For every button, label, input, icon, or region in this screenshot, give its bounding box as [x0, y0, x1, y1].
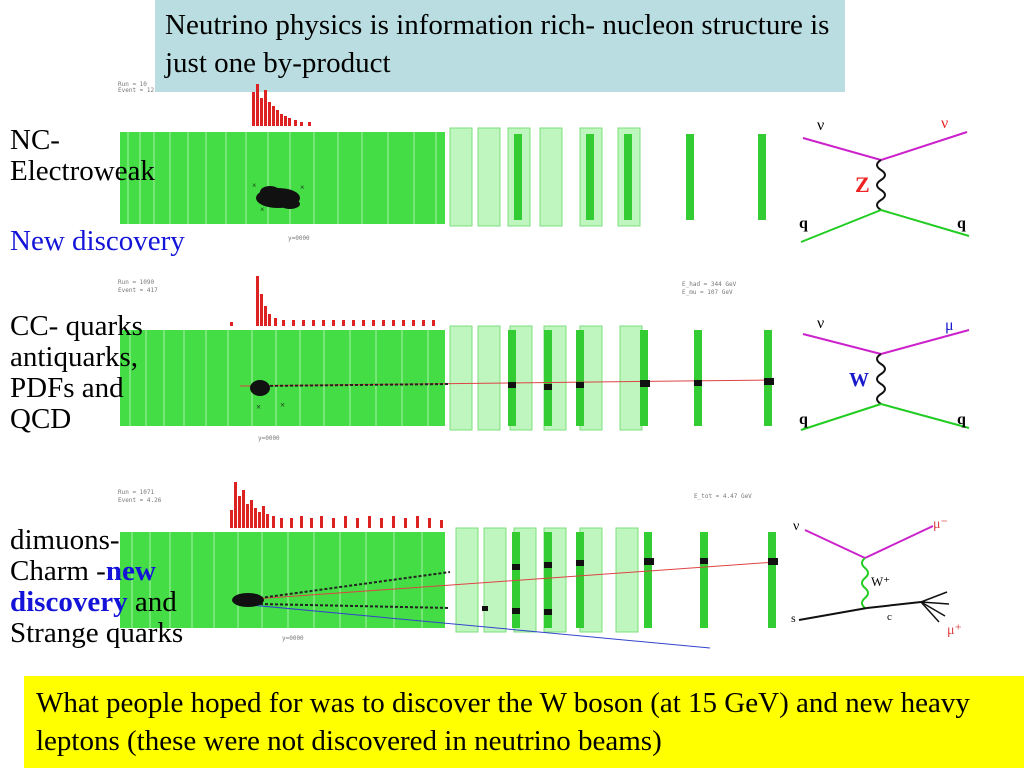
w-boson-label: W: [849, 369, 869, 391]
event-display-cc: Run = 1090 Event = 417 E_had = 344 GeV E…: [110, 272, 790, 457]
detector-target: [120, 132, 445, 224]
cc-label-line-1: CC- quarks: [10, 310, 143, 342]
nu-in-label: ν: [793, 519, 799, 534]
feynman-diagram-w: ν μ W q q: [793, 310, 983, 440]
detector-spectrometer: [449, 127, 641, 227]
event-display-nc: Run = 10 Event = 12: [110, 80, 790, 260]
nc-note: New discovery: [10, 225, 185, 257]
nu-out-label: ν: [941, 115, 948, 132]
svg-text:Run = 1090: Run = 1090: [118, 279, 155, 286]
nu-in-label: ν: [817, 315, 824, 332]
quark-out-label: q: [957, 215, 966, 232]
dimuon-label-and: and: [127, 586, 177, 618]
dimuon-tracks: [232, 558, 778, 649]
detector-spectrometer: [449, 325, 643, 431]
svg-text:E_mu = 107 GeV: E_mu = 107 GeV: [682, 289, 733, 296]
dimuon-label-line-2: Charm -new: [10, 556, 230, 587]
dimuon-label-new: new: [105, 555, 156, 587]
mu-plus-label: μ⁺: [947, 623, 962, 638]
svg-text:Event = 4.26: Event = 4.26: [118, 497, 162, 504]
svg-text:Event = 12: Event = 12: [118, 87, 155, 94]
feynman-diagram-z: ν ν Z q q: [793, 110, 983, 250]
quark-out-label: q: [957, 411, 966, 428]
cc-label-line-2: antiquarks,: [10, 341, 139, 373]
svg-text:Run = 10: Run = 10: [118, 81, 147, 88]
quark-in-label: q: [799, 411, 808, 428]
footer-note: What people hoped for was to discover th…: [24, 676, 1024, 768]
cc-label-line-3: PDFs and: [10, 372, 124, 404]
feynman-diagram-charm: ν μ⁻ W⁺ s c μ⁺: [787, 508, 987, 658]
quark-in-label: q: [799, 215, 808, 232]
svg-text:y=0000: y=0000: [282, 635, 304, 642]
svg-text:y=0000: y=0000: [288, 235, 310, 242]
cc-label: CC- quarks antiquarks, PDFs and QCD: [10, 311, 210, 435]
svg-text:y=0000: y=0000: [258, 435, 280, 442]
svg-text:×: ×: [280, 400, 285, 410]
charm-label: c: [887, 611, 892, 623]
detector-target: [120, 330, 445, 426]
w-plus-label: W⁺: [871, 574, 890, 589]
svg-text:Event = 417: Event = 417: [118, 287, 158, 294]
svg-text:×: ×: [260, 205, 265, 214]
nu-in-label: ν: [817, 117, 824, 134]
svg-text:Run = 1071: Run = 1071: [118, 489, 155, 496]
energy-histogram: [252, 84, 311, 126]
svg-text:E_tot = 4.47 GeV: E_tot = 4.47 GeV: [694, 493, 752, 500]
cc-label-line-4: QCD: [10, 403, 72, 435]
nc-label: NC- Electroweak: [10, 125, 210, 187]
dimuon-label-line-1: dimuons-: [10, 524, 120, 556]
muon-track: × ×: [239, 378, 774, 412]
svg-text:E_had = 344 GeV: E_had = 344 GeV: [682, 281, 737, 288]
mu-minus-label: μ⁻: [933, 517, 948, 532]
dimuon-label-discovery: discovery: [10, 586, 128, 618]
dimuon-label: dimuons- Charm -new discovery and Strang…: [10, 525, 230, 649]
svg-text:×: ×: [300, 183, 305, 192]
energy-histogram: [230, 276, 435, 326]
shower-cluster: × × ×: [252, 181, 305, 214]
svg-text:×: ×: [252, 181, 257, 190]
nc-label-line-1: NC-: [10, 124, 60, 156]
svg-text:×: ×: [256, 402, 261, 412]
dimuon-label-line-3: discovery and: [10, 587, 230, 618]
mu-out-label: μ: [945, 317, 954, 334]
strange-label: s: [791, 611, 796, 625]
event-display-dimuon: Run = 1071 Event = 4.26 E_tot = 4.47 GeV: [110, 480, 790, 660]
z-boson-label: Z: [855, 172, 870, 197]
energy-histogram: [230, 482, 443, 528]
dimuon-label-charm: Charm -: [10, 555, 106, 587]
dimuon-label-line-4: Strange quarks: [10, 617, 184, 649]
nc-label-line-2: Electroweak: [10, 155, 155, 187]
slide-title: Neutrino physics is information rich- nu…: [155, 0, 845, 92]
